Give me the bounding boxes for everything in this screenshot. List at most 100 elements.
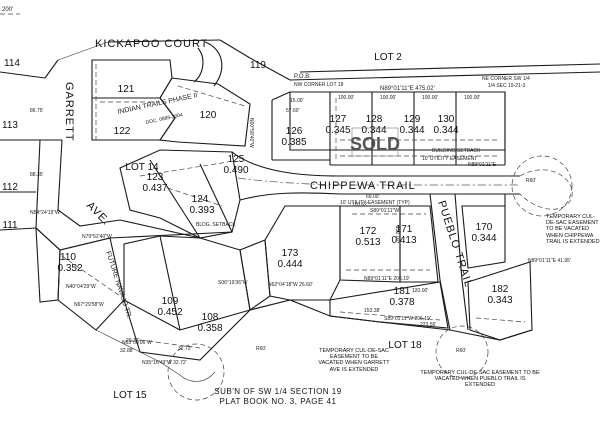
block-lower-left — [35, 226, 251, 401]
lot-121-number: 121 — [118, 84, 135, 95]
chippewa-trail-road — [231, 151, 573, 217]
note-cul-de-sac-garrett-text: TEMPORARY CUL-DE-SAC EASEMENT TO BE VACA… — [318, 348, 390, 373]
bearing-s89-low: S89°01'11"W 206.19' — [384, 316, 431, 322]
lot-126-acreage: 0.385 — [281, 137, 306, 148]
note-cul-de-sac-pueblo-text: TEMPORARY CUL-DE-SAC EASEMENT TO BE VACA… — [420, 370, 540, 389]
lot-125-number: 125 — [228, 154, 245, 165]
block-top-row — [271, 91, 506, 166]
outer-lot-113: 113 — [2, 120, 18, 131]
caption-line-2: PLAT BOOK NO. 3, PAGE 41 — [220, 397, 337, 406]
bearing-n00: N00°58'40"W — [248, 118, 254, 148]
dist-110: 110.62' — [352, 202, 368, 208]
scale-indicator: 200' — [0, 7, 20, 15]
dist-1500: 15.00' — [290, 98, 304, 104]
outer-lot-111: 111 — [2, 220, 18, 231]
radius-r60-a: R60' — [526, 178, 536, 184]
bearing-n54: N54°24'19"W — [30, 210, 60, 216]
sec-ref-label: 1/4 SEC 19-21-3 — [488, 83, 525, 89]
lot-130-acreage: 0.344 — [433, 125, 458, 136]
lot-171-acreage: 0.413 — [391, 235, 416, 246]
lot-122-number: 122 — [114, 126, 131, 137]
scale-label: 200' — [2, 7, 13, 13]
lot-182-number: 182 — [492, 284, 509, 295]
dist-6900: 69.00' — [366, 194, 380, 200]
street-pueblo-trail: PUEBLO TRAIL — [435, 199, 474, 289]
bearing-s89: S89°01'11"W — [370, 208, 399, 214]
south-boundary — [249, 299, 533, 341]
lot-109-acreage: 0.452 — [157, 307, 182, 318]
outer-lot-2: LOT 2 — [374, 52, 402, 63]
caption-line-1: SUB'N OF SW 1/4 SECTION 19 — [214, 387, 341, 396]
dist-3272: 32.72' — [178, 346, 192, 352]
note-cul-de-sac-garrett: TEMPORARY CUL-DE-SAC EASEMENT TO BE VACA… — [318, 348, 390, 373]
outer-lot-112: 112 — [2, 182, 18, 193]
dist-150: 150.00' — [394, 226, 400, 242]
sold-stamp: SOLD — [350, 134, 400, 154]
outer-lot-15: LOT 15 — [113, 390, 147, 401]
lot-110-number: 110 — [60, 252, 76, 263]
street-garrett: GARRETT — [63, 82, 75, 142]
outer-lot-114: 114 — [4, 58, 20, 69]
lot-127-acreage: 0.345 — [325, 125, 350, 136]
lot-130-number: 130 — [438, 114, 455, 125]
lot-172-acreage: 0.513 — [355, 237, 380, 248]
indian-trails-label: INDIAN TRAILS PHASE II — [117, 92, 198, 116]
bearing-n63: N63°08'06"W — [122, 340, 152, 346]
lot-126-number: 126 — [286, 126, 303, 137]
block-center — [239, 205, 439, 311]
radius-r60-c: R60' — [456, 348, 466, 354]
pueblo-trail-road — [429, 193, 489, 379]
lot-170-number: 170 — [476, 222, 493, 233]
dist-8835: 88.35' — [30, 172, 44, 178]
note-cul-de-sac-chippewa: TEMPORARY CUL-DE-SAC EASEMENT TO BE VACA… — [546, 214, 600, 245]
bearing-n40: N40°04'29"W — [66, 284, 96, 290]
lot-181-number: 181 — [394, 286, 411, 297]
lot-109-number: 109 — [162, 296, 179, 307]
utility-easement-label: 10' UTILITY EASEMENT — [422, 156, 477, 162]
lot-124-number: 124 — [192, 194, 209, 205]
building-setback-label: BUILDING SETBACK — [432, 148, 481, 154]
outer-lot-18: LOT 18 — [388, 340, 422, 351]
outer-lot-119: 119 — [250, 60, 266, 71]
radius-r60-b: R60' — [256, 346, 266, 352]
lot-108-number: 108 — [202, 312, 219, 323]
bearing-n79: N79°52'40"W — [82, 234, 112, 240]
lot-171-number: 171 — [396, 224, 413, 235]
lot-182-acreage: 0.343 — [487, 295, 512, 306]
street-kickapoo-court: KICKAPOO COURT — [95, 38, 208, 50]
lot-14-label: LOT 14 — [125, 162, 159, 173]
lot-172-number: 172 — [360, 226, 377, 237]
dist-5760: 57.60' — [286, 108, 300, 114]
bearing-n89-mid: N89°01'11"E — [468, 162, 497, 168]
street-chippewa-trail: CHIPPEWA TRAIL — [310, 180, 416, 192]
bearing-n89-206: N89°01'11"E 206.19' — [364, 276, 410, 282]
dist-2032: 20.32' — [126, 338, 140, 344]
dist-223: 223.56' — [420, 322, 436, 328]
bearing-n89-right: N89°01'11"E 41.95' — [528, 258, 571, 264]
lot-123-number: 123 — [147, 172, 164, 183]
lot-127-number: 127 — [330, 114, 347, 125]
bearing-n67: N67°29'58"W — [74, 302, 104, 308]
dist-3288: 32.88' — [120, 348, 134, 354]
pob-label: P.O.B. — [294, 74, 311, 80]
lot-125-acreage: 0.490 — [223, 165, 248, 176]
bearing-n35: N35°16'49"W 32.72' — [142, 360, 187, 366]
dist-120: 120.00' — [412, 288, 428, 294]
street-future-navajo: FUTURE NAVAJO TR. — [104, 250, 132, 319]
dist-100-a: 100.00' — [338, 95, 354, 101]
note-cul-de-sac-pueblo: TEMPORARY CUL-DE-SAC EASEMENT TO BE VACA… — [420, 370, 540, 389]
lot-129-acreage: 0.344 — [399, 125, 424, 136]
lot-123-acreage: 0.437 — [142, 183, 167, 194]
utility-easement-typ-label: 10' UTILITY EASEMENT (TYP) — [340, 200, 410, 206]
dist-100-b: 100.00' — [380, 95, 396, 101]
surrounding-boundaries — [0, 39, 600, 231]
bearing-s06: S06°19'36"W — [218, 280, 248, 286]
dist-8675: 86.75' — [30, 108, 44, 114]
lot-128-number: 128 — [366, 114, 383, 125]
bearing-n62: N62°04'18"W 26.60' — [268, 282, 313, 288]
bearing-n89-top: N89°01'11"E 475.02' — [380, 86, 435, 92]
ne-corner-label: NE CORNER SW 1/4 — [482, 76, 530, 82]
doc-ref-label: DOC. 0889-2004 — [145, 112, 183, 126]
block-upper-left — [91, 59, 251, 147]
